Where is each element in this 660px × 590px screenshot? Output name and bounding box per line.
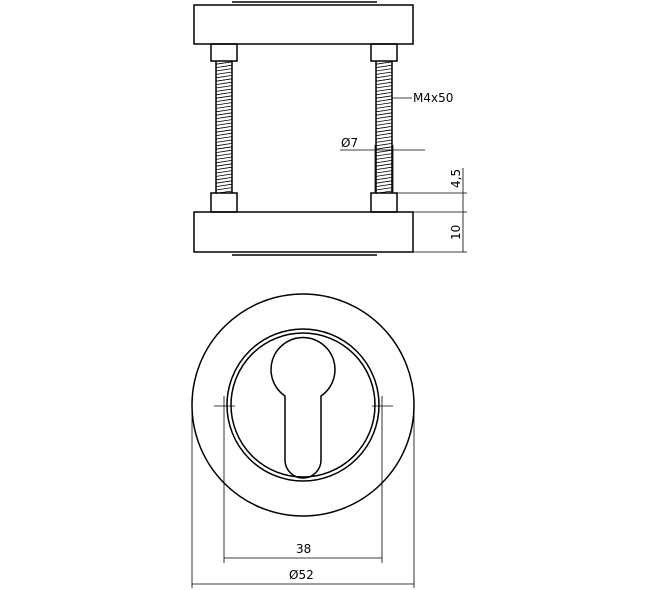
left-top-boss bbox=[210, 43, 238, 62]
pin-diameter-label: Ø7 bbox=[341, 136, 358, 150]
left-screw-hole-mark bbox=[214, 396, 235, 416]
top-rose-plate bbox=[193, 4, 414, 45]
front-view: 38 Ø52 bbox=[191, 293, 415, 588]
left-bottom-boss bbox=[210, 192, 238, 213]
bottom-rose-plate bbox=[193, 211, 414, 253]
rose-thickness-label: 10 bbox=[449, 225, 463, 240]
side-view: M4x50 Ø7 4,5 10 bbox=[193, 1, 467, 256]
inner-recess-circle-inner bbox=[230, 332, 376, 478]
right-threaded-rod bbox=[375, 61, 393, 194]
pin-height-label: 4,5 bbox=[449, 169, 463, 188]
thread-label: M4x50 bbox=[413, 91, 453, 105]
screw-spacing-label: 38 bbox=[296, 542, 311, 556]
right-screw-hole-mark bbox=[372, 396, 393, 416]
keyhole-cutout bbox=[270, 336, 336, 479]
right-top-boss bbox=[370, 43, 398, 62]
outer-rose-circle bbox=[191, 293, 415, 517]
outer-diameter-label: Ø52 bbox=[289, 568, 314, 582]
right-bottom-boss bbox=[370, 192, 398, 213]
left-threaded-rod bbox=[215, 61, 233, 194]
inner-recess-circle-outer bbox=[226, 328, 380, 482]
